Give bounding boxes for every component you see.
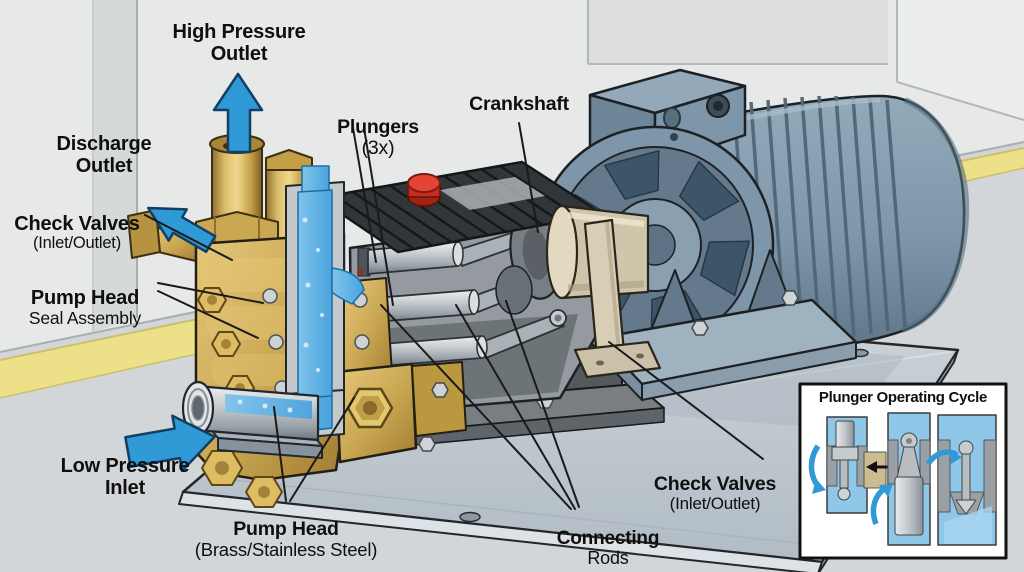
label-connecting-rods-sub: Rods — [587, 548, 629, 569]
label-check-valves-left-sub: (Inlet/Outlet) — [33, 234, 121, 253]
discharge-arrow-icon — [147, 206, 217, 254]
right-wall-panel — [897, 0, 1024, 120]
electric-motor — [535, 68, 970, 401]
check-valve-plug-hex — [346, 387, 394, 429]
inset-plunger — [835, 420, 855, 450]
crank-counterweight — [495, 265, 533, 315]
label-pump-head-material: Pump Head (Brass/Stainless Steel) — [158, 498, 414, 572]
label-plungers-count: (3x) — [361, 137, 395, 160]
label-crankshaft: Crankshaft — [469, 93, 569, 115]
inlet-water — [225, 394, 312, 419]
label-connecting-rods-main: Connecting — [556, 527, 660, 549]
label-high-pressure-outlet: High Pressure Outlet — [172, 21, 306, 65]
nameplate — [440, 177, 545, 210]
label-connecting-rods: Connecting Rods — [546, 508, 670, 572]
oil-cap — [407, 173, 441, 207]
label-check-valves-left: Check Valves (Inlet/Outlet) — [4, 192, 150, 275]
label-discharge-outlet: Discharge Outlet — [56, 133, 152, 177]
inset-title: Plunger Operating Cycle — [818, 389, 988, 406]
inset-plunger-cycle — [798, 382, 1008, 560]
inset-plunger — [961, 453, 971, 501]
inlet-arrow-icon — [124, 414, 216, 473]
lower-manifold-ext — [411, 361, 467, 437]
wall-recess-panel — [588, 0, 888, 64]
water-flow-loop — [331, 267, 365, 305]
label-pump-head-material-sub: (Brass/Stainless Steel) — [194, 539, 378, 561]
label-low-pressure-inlet: Low Pressure Inlet — [60, 455, 190, 499]
inset-panel-suction — [808, 416, 868, 514]
label-check-valves-right-main: Check Valves — [653, 473, 777, 496]
inset-panel-discharge — [925, 414, 997, 546]
label-pump-head-seal: Pump Head Seal Assembly — [6, 266, 164, 350]
label-check-valves-right: Check Valves (Inlet/Outlet) — [642, 453, 788, 535]
foot-bolt — [691, 320, 709, 336]
label-check-valves-right-sub: (Inlet/Outlet) — [669, 494, 761, 514]
wall-column — [93, 0, 137, 332]
label-check-valves-left-main: Check Valves — [14, 212, 140, 235]
label-plungers: Plungers (3x) — [308, 96, 448, 159]
label-plungers-main: Plungers — [337, 116, 419, 139]
label-pump-head-seal-sub: Seal Assembly — [28, 308, 142, 329]
coupling-guard — [573, 218, 662, 379]
junction-box-hole — [663, 107, 681, 129]
high-pressure-arrow-icon — [212, 72, 264, 154]
label-pump-head-seal-main: Pump Head — [30, 286, 140, 309]
flow-arrows — [124, 72, 264, 473]
inset-direction-arrow-icon — [866, 461, 877, 473]
discharge-hex — [127, 209, 161, 259]
inset-panel-stroke — [870, 412, 931, 546]
plate-hole — [459, 511, 481, 523]
leader-lines — [144, 122, 764, 510]
label-pump-head-material-main: Pump Head — [233, 518, 339, 541]
foot-bolt — [781, 290, 799, 306]
inset-plunger — [894, 476, 924, 536]
